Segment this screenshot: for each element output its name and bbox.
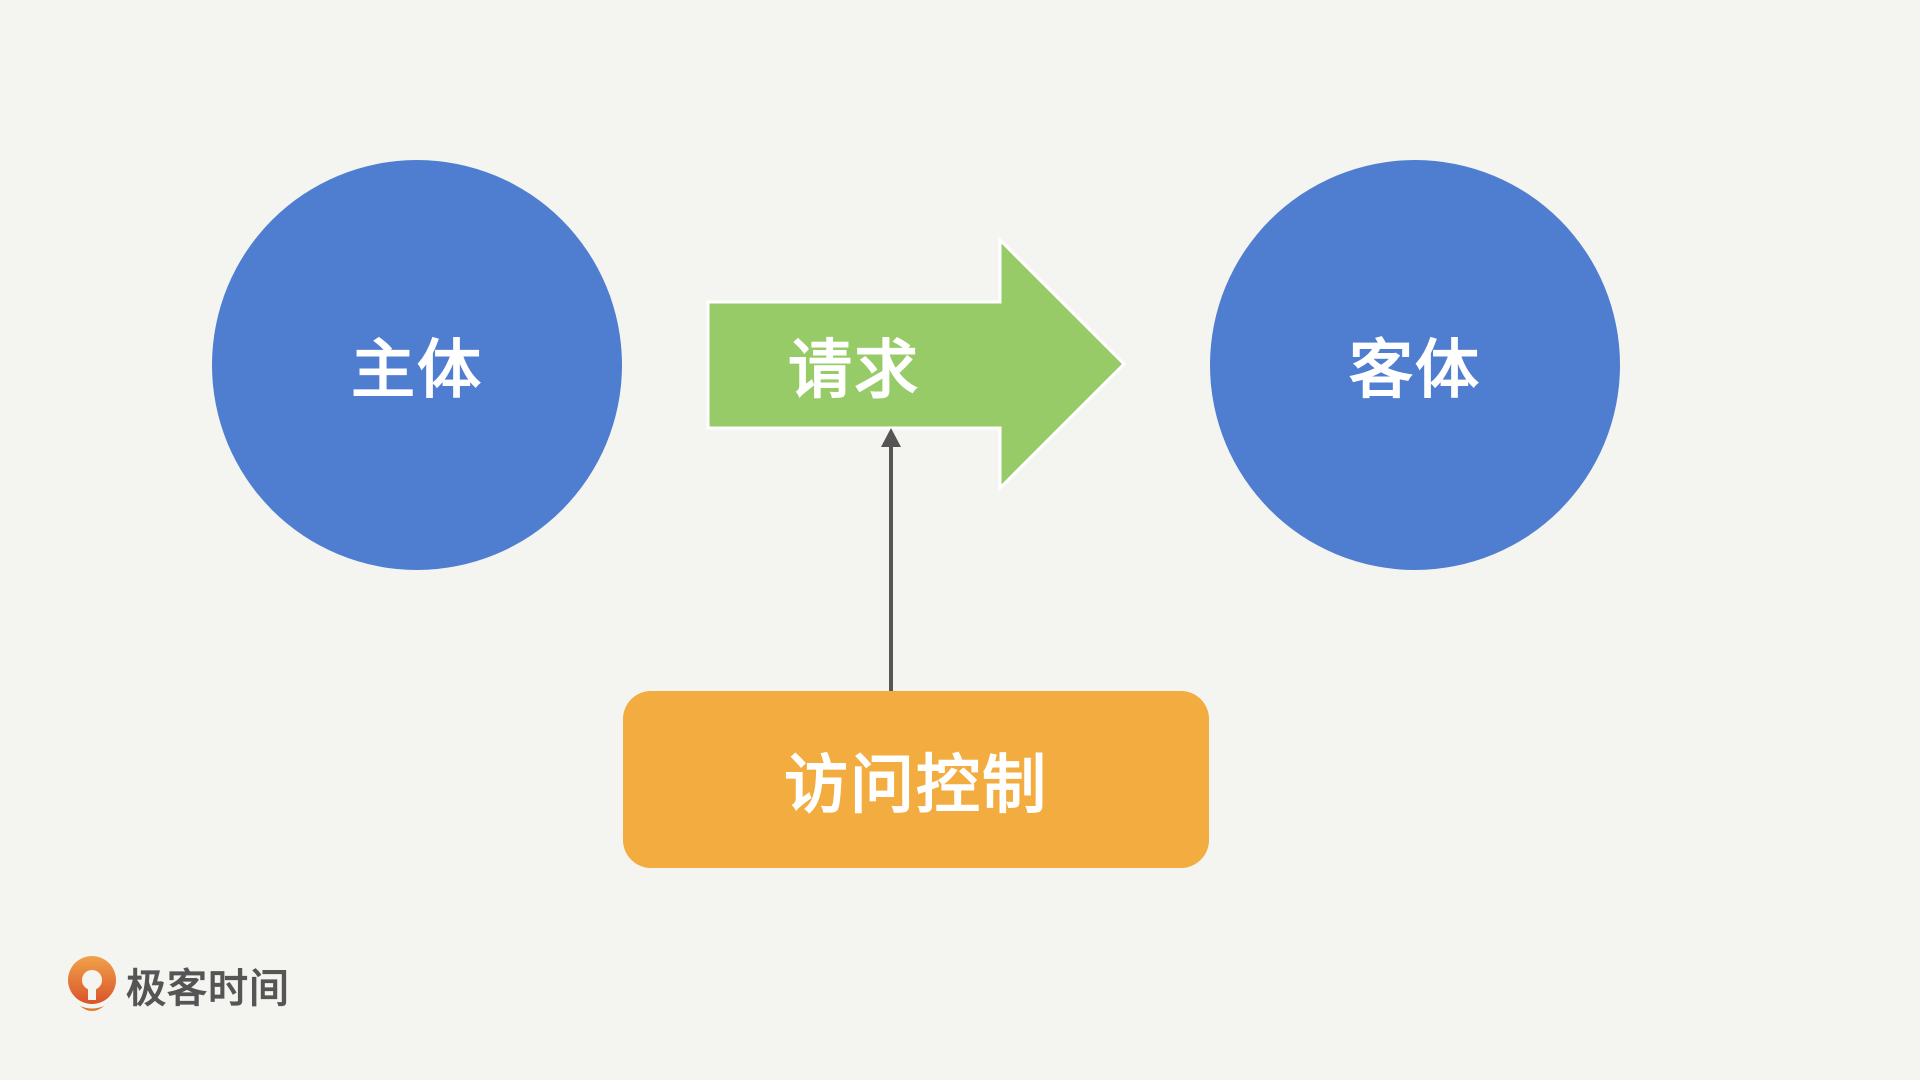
access-control-label: 访问控制	[784, 748, 1048, 823]
connector-arrowhead-icon	[881, 428, 901, 447]
brand-logo: 极客时间	[66, 954, 290, 1016]
geektime-logo-icon	[68, 956, 116, 1011]
request-label: 请求	[788, 334, 920, 408]
object-node: 客体	[1210, 160, 1620, 570]
subject-node: 主体	[212, 160, 622, 570]
request-arrow-shape	[706, 236, 1127, 492]
object-label: 客体	[1349, 334, 1481, 408]
access-control-box: 访问控制	[623, 691, 1209, 868]
subject-label: 主体	[351, 334, 483, 408]
brand-name: 极客时间	[126, 966, 290, 1012]
request-label-wrap: 请求	[708, 302, 1000, 428]
